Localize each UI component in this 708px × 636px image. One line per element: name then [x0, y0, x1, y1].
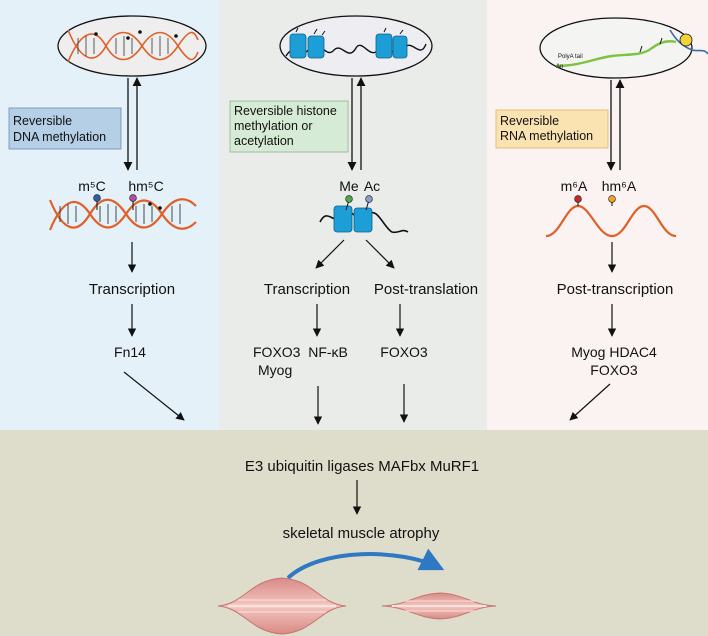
- mrna-icon: [555, 29, 708, 68]
- bottom-panel: [0, 430, 708, 636]
- m6a-pin-icon: [574, 195, 582, 203]
- rna-ellipse: PolyA tail An: [539, 17, 708, 79]
- dna-arrow-to-ligases: [123, 371, 185, 421]
- rna-process-label: Post-transcription: [557, 281, 674, 298]
- rna-mark-m6a: m⁶A: [561, 178, 588, 194]
- hm6a-pin-icon: [608, 195, 616, 203]
- methylated-rna-icon: [545, 195, 677, 238]
- dna-target-label: Fn14: [114, 344, 146, 360]
- dna-process-label: Transcription: [89, 281, 175, 298]
- ligases-label: E3 ubiquitin ligases MAFbx MuRF1: [245, 458, 479, 475]
- atrophy-curved-arrow: [286, 548, 445, 580]
- methylated-dna-icon: [48, 194, 197, 231]
- rna-arrow-to-ligases: [569, 383, 611, 421]
- histone-arrow-left: [315, 239, 345, 269]
- histone-process-left-label: Transcription: [264, 281, 350, 298]
- dna-mark-hm5c: hm⁵C: [128, 178, 163, 194]
- modified-nucleosome-icon: [319, 195, 409, 234]
- m5c-pin-icon: [93, 194, 101, 202]
- histone-mark-me: Me: [339, 178, 359, 194]
- nucleosome-icon: [285, 27, 427, 59]
- healthy-muscle-icon: [217, 577, 347, 635]
- histone-targets-right-label: FOXO3: [380, 344, 428, 360]
- histone-ellipse: [279, 15, 433, 77]
- histone-process-right-label: Post-translation: [374, 281, 478, 298]
- dna-mark-m5c: m⁵C: [78, 178, 106, 194]
- methyl-pin-icon: [345, 195, 353, 203]
- cap-icon: [679, 33, 693, 47]
- histone-mechanism-box: [229, 100, 349, 153]
- atrophied-muscle-icon: [381, 592, 497, 620]
- rna-mark-hm6a: hm⁶A: [602, 178, 637, 194]
- polya-tail-label: PolyA tail: [558, 54, 583, 60]
- histone-arrow-right: [365, 239, 395, 269]
- polya-an-label: An: [556, 64, 563, 70]
- hm5c-pin-icon: [129, 194, 137, 202]
- dna-helix-icon: [67, 29, 199, 63]
- dna-mechanism-box: [8, 107, 122, 150]
- dna-ellipse: [57, 15, 207, 77]
- histone-mark-ac: Ac: [364, 178, 380, 194]
- rna-mechanism-box: [495, 109, 609, 149]
- atrophy-label: skeletal muscle atrophy: [283, 525, 440, 542]
- acetyl-pin-icon: [365, 195, 373, 203]
